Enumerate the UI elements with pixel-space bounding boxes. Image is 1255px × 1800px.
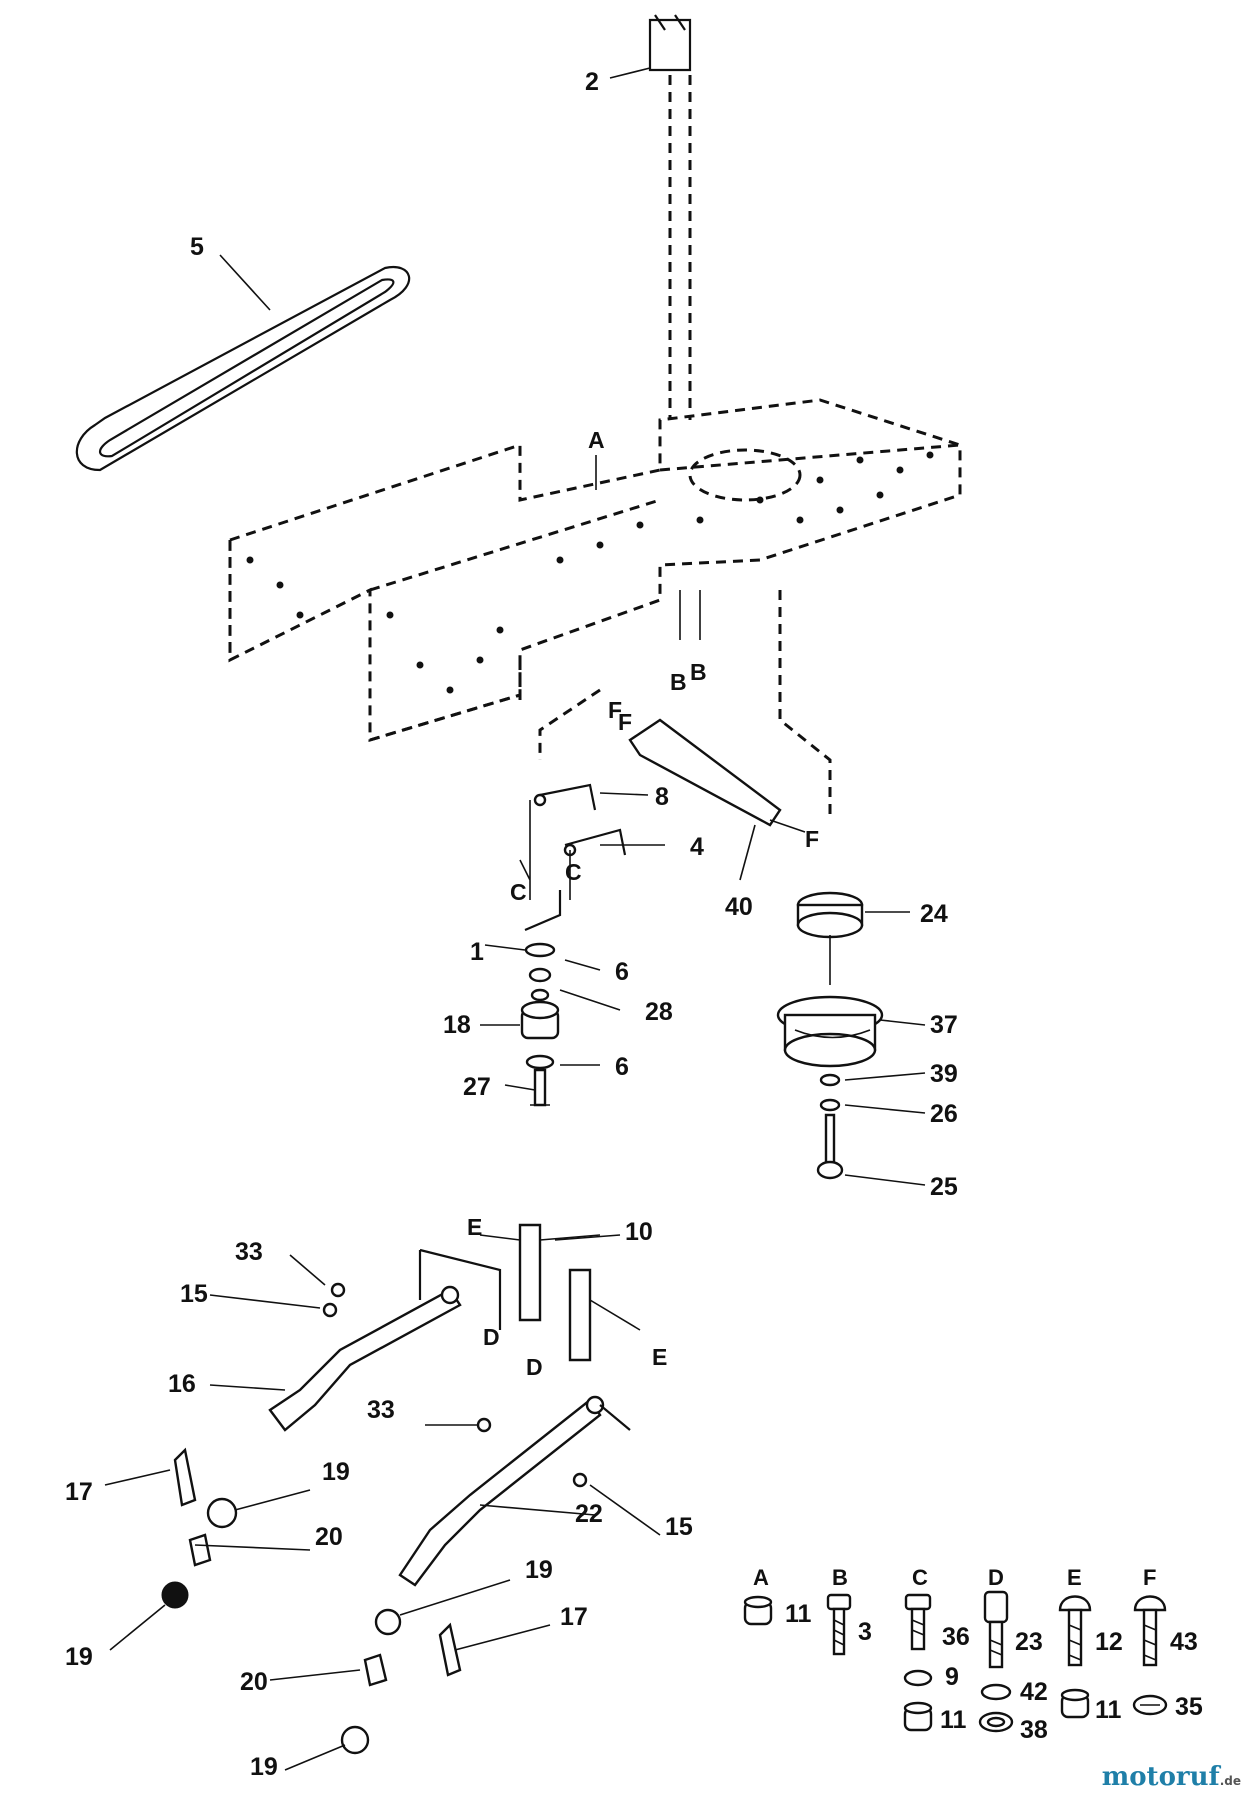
callout-17a: 17 [65, 1478, 93, 1506]
hardware-key: A B C D E F 11 3 36 9 11 [743, 1565, 1203, 1744]
callout-22: 22 [575, 1500, 603, 1528]
key-letter-f: F [1143, 1565, 1156, 1590]
key-letter-d: D [988, 1565, 1004, 1590]
callout-15a: 15 [180, 1280, 208, 1308]
ref-a: A [588, 427, 605, 453]
watermark-brand: motoruf [1101, 1762, 1220, 1792]
key-letter-c: C [912, 1565, 928, 1590]
callout-33b: 33 [367, 1396, 395, 1424]
callout-39: 39 [930, 1060, 958, 1088]
hex-bolt-icon [826, 1593, 852, 1656]
key-part-d-38: 38 [1020, 1716, 1048, 1744]
key-part-b-3: 3 [858, 1618, 872, 1646]
nut-icon [743, 1595, 773, 1626]
callout-20b: 20 [240, 1668, 268, 1696]
flange-nut-icon [1132, 1694, 1168, 1716]
bracket-parts [519, 783, 627, 932]
watermark-suffix: .de [1219, 1774, 1241, 1788]
ref-c2: C [565, 859, 582, 885]
key-letter-e: E [1067, 1565, 1082, 1590]
ref-b1: B [670, 669, 687, 695]
callout-10: 10 [625, 1218, 653, 1246]
callout-1: 1 [470, 938, 484, 966]
washer-icon [980, 1683, 1012, 1701]
key-part-a-11: 11 [785, 1600, 812, 1628]
callout-19c: 19 [65, 1643, 93, 1671]
key-part-f-35: 35 [1175, 1693, 1203, 1721]
callout-8: 8 [655, 783, 669, 811]
ref-d1: D [483, 1324, 500, 1350]
small-fasteners [161, 1282, 588, 1755]
callout-4: 4 [690, 833, 704, 861]
brackets-10 [479, 1223, 641, 1362]
leader-lines [104, 67, 926, 1771]
ref-f3: F [805, 826, 819, 852]
control-link [628, 718, 806, 833]
callout-26: 26 [930, 1100, 958, 1128]
reference-letters: A B B C C D D E E F F F [467, 427, 819, 1380]
key-part-d-23: 23 [1015, 1628, 1043, 1656]
callout-17b: 17 [560, 1603, 588, 1631]
key-part-e-12: 12 [1095, 1628, 1123, 1656]
washer-icon [903, 1669, 933, 1687]
ref-f1: F [608, 697, 622, 723]
chassis-frame [228, 398, 962, 743]
callout-28: 28 [645, 998, 673, 1026]
callout-labels: 2 5 8 4 40 24 1 6 28 18 37 6 39 27 26 25… [65, 68, 958, 1781]
key-letter-b: B [832, 1565, 848, 1590]
callout-2: 2 [585, 68, 599, 96]
ref-d2: D [526, 1354, 543, 1380]
callout-18: 18 [443, 1011, 471, 1039]
carriage-bolt-icon [904, 1593, 932, 1651]
key-part-f-43: 43 [1170, 1628, 1198, 1656]
ref-c1: C [510, 879, 527, 905]
callout-6: 6 [615, 958, 629, 986]
callout-33a: 33 [235, 1238, 263, 1266]
callout-27: 27 [463, 1073, 491, 1101]
carriage-bolt-icon [1058, 1595, 1092, 1667]
lower-linkage-lower [398, 1395, 631, 1587]
callout-6b: 6 [615, 1053, 629, 1081]
ref-b2: B [690, 659, 707, 685]
nut-icon [1060, 1688, 1090, 1719]
key-part-c-9: 9 [945, 1663, 959, 1691]
key-part-c-36: 36 [942, 1623, 970, 1651]
ref-e2: E [652, 1344, 667, 1370]
nut-icon [903, 1701, 933, 1732]
callout-40: 40 [725, 893, 753, 921]
key-letter-a: A [753, 1565, 769, 1590]
key-part-d-42: 42 [1020, 1678, 1048, 1706]
callout-19a: 19 [322, 1458, 350, 1486]
steering-column [648, 14, 692, 420]
carriage-bolt-icon [1133, 1595, 1167, 1667]
key-part-e-11: 11 [1095, 1696, 1122, 1724]
callout-5: 5 [190, 233, 204, 261]
lower-linkage-upper [268, 1248, 502, 1432]
ref-f2: F [618, 709, 632, 735]
lock-nut-icon [978, 1711, 1014, 1733]
shoulder-bolt-icon [983, 1590, 1009, 1669]
callout-16: 16 [168, 1370, 196, 1398]
callout-15b: 15 [665, 1513, 693, 1541]
callout-24: 24 [920, 900, 948, 928]
callout-37: 37 [930, 1011, 958, 1039]
callout-19d: 19 [250, 1753, 278, 1781]
callout-19b: 19 [525, 1556, 553, 1584]
key-part-c-11: 11 [940, 1706, 967, 1734]
drive-belt [75, 265, 411, 472]
pulley-stack-right [776, 891, 884, 1180]
watermark: motoruf.de [1102, 1762, 1241, 1792]
idler-stack-left [520, 942, 560, 1107]
ref-e1: E [467, 1214, 482, 1240]
callout-20a: 20 [315, 1523, 343, 1551]
callout-25: 25 [930, 1173, 958, 1201]
